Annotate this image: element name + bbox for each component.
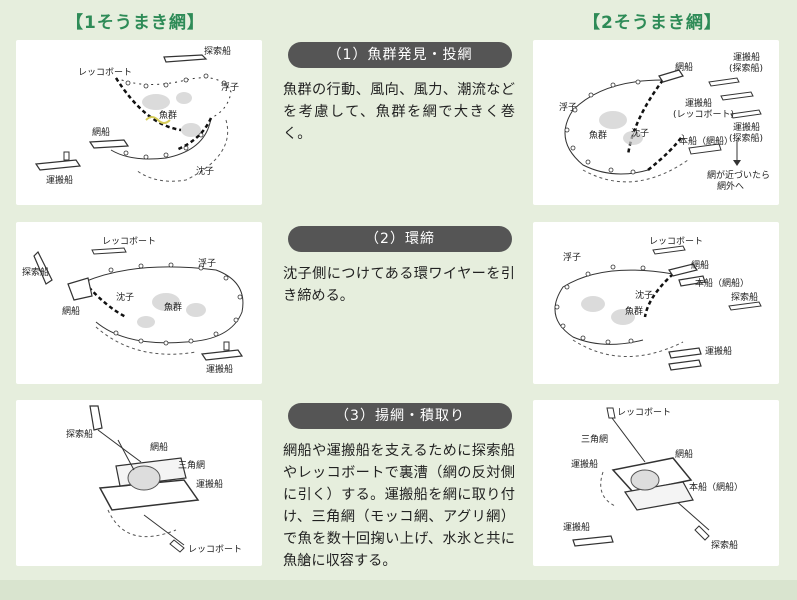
label-carrier-boat: 運搬船 (206, 363, 233, 375)
diagram-left-step3: 探索船 網船 三角網 運搬船 レッコボート (16, 400, 262, 566)
label-carrier-boat: 運搬船 (196, 478, 223, 490)
diagram-right-step2: レッコボート 浮子 網船 本船（網船） 探索船 沈子 魚群 運搬船 (533, 222, 779, 384)
label-sinker: 沈子 (196, 165, 214, 177)
label-carrier-scout: 運搬船 (733, 51, 760, 63)
label-carrier-scout-2-paren: (探索船) (729, 132, 763, 144)
label-carrier-scout-paren: (探索船) (729, 62, 763, 74)
label-net-boat: 網船 (675, 448, 693, 460)
label-net-boat: 網船 (675, 61, 693, 73)
label-carrier-boat: 運搬船 (571, 458, 598, 470)
label-float: 浮子 (559, 101, 577, 113)
label-float: 浮子 (563, 251, 581, 263)
label-recco-boat: レッコボート (617, 407, 671, 418)
step3-description: 網船や運搬船を支えるために探索船やレッコボートで裏漕（網の反対側に引く）する。運… (283, 443, 515, 569)
label-recco-boat: レッコボート (188, 544, 242, 555)
label-main-boat: 本船（網船） (679, 135, 733, 147)
step3-heading: （3）揚網・積取り (288, 403, 512, 429)
label-scout-boat: 探索船 (204, 45, 231, 57)
title-one-boat-purse-seine: 【1そうまき網】 (66, 13, 205, 33)
label-carrier-boat: 運搬船 (46, 174, 73, 186)
step2-heading: （2）環締 (288, 226, 512, 252)
diagram-left-step1: レッコボート 探索船 浮子 魚群 網船 運搬船 沈子 (16, 40, 262, 205)
label-recco-boat: レッコボート (649, 236, 703, 247)
label-note-line1: 網が近づいたら (707, 169, 770, 181)
label-note-line2: 網外へ (717, 180, 744, 192)
label-fish-school: 魚群 (164, 301, 182, 313)
label-fish-school: 魚群 (625, 305, 643, 317)
step1-heading: （1）魚群発見・投網 (288, 42, 512, 68)
label-fish-school: 魚群 (589, 129, 607, 141)
label-recco-boat: レッコボート (78, 67, 132, 78)
label-main-boat: 本船（網船） (689, 481, 743, 493)
label-scout-boat: 探索船 (22, 266, 49, 278)
label-net-boat: 網船 (150, 441, 168, 453)
label-triangle-net: 三角網 (178, 459, 205, 471)
label-float: 浮子 (198, 257, 216, 269)
label-scout-boat: 探索船 (66, 428, 93, 440)
diagram-right-step1: 浮子 網船 運搬船 (探索船) 運搬船 (レッコボート) 魚群 沈子 本船（網船… (533, 40, 779, 205)
step1-description: 魚群の行動、風向、風力、潮流などを考慮して、魚群を網で大きく巻く。 (283, 82, 515, 142)
label-net-boat: 網船 (691, 259, 709, 271)
diagram-right-step3: レッコボート 三角網 網船 運搬船 本船（網船） 運搬船 探索船 (533, 400, 779, 566)
diagram-left-step2: レッコボート 探索船 浮子 沈子 魚群 網船 運搬船 (16, 222, 262, 384)
label-carrier-boat: 運搬船 (705, 345, 732, 357)
label-net-boat: 網船 (92, 126, 110, 138)
label-net-boat: 網船 (62, 305, 80, 317)
label-float: 浮子 (221, 81, 239, 93)
label-scout-boat: 探索船 (711, 539, 738, 551)
title-two-boat-purse-seine: 【2そうまき網】 (583, 13, 722, 33)
label-recco-boat: レッコボート (102, 236, 156, 247)
label-fish-school: 魚群 (159, 109, 177, 121)
label-carrier-scout-2: 運搬船 (733, 121, 760, 133)
label-carrier-recco: 運搬船 (685, 97, 712, 109)
label-triangle-net: 三角網 (581, 433, 608, 445)
label-sinker: 沈子 (116, 291, 134, 303)
label-carrier-recco-paren: (レッコボート) (673, 109, 734, 120)
label-sinker: 沈子 (635, 289, 653, 301)
step2-description: 沈子側につけてある環ワイヤーを引き締める。 (283, 266, 515, 304)
label-sinker: 沈子 (631, 127, 649, 139)
label-carrier-boat-2: 運搬船 (563, 521, 590, 533)
label-scout-boat: 探索船 (731, 291, 758, 303)
label-main-boat: 本船（網船） (695, 277, 749, 289)
bottom-band (0, 580, 797, 600)
